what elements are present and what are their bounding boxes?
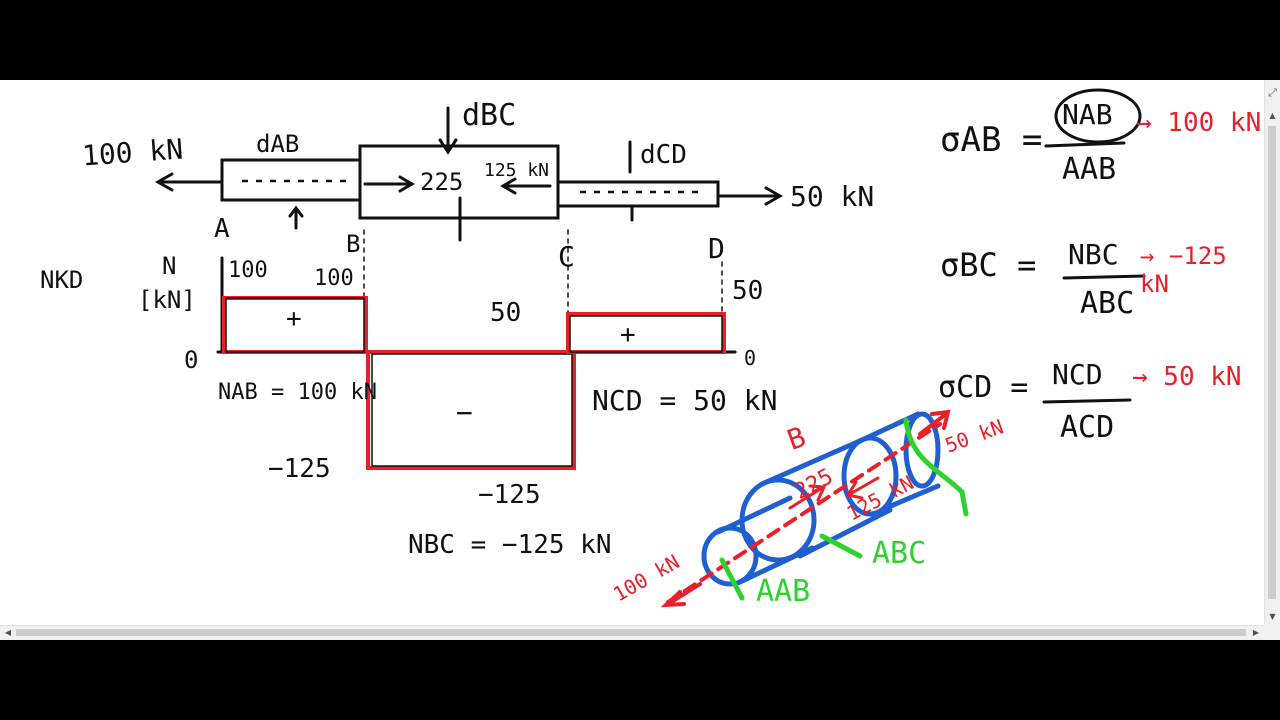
label-val-50-mid: 50 xyxy=(490,298,522,328)
triangle-up-icon[interactable]: ▲ xyxy=(1269,111,1276,120)
label-n-cd: NCD = 50 kN xyxy=(592,384,778,417)
eq-sigma-ab-val: → 100 kN xyxy=(1136,108,1262,138)
label-n-ab: NAB = 100 kN xyxy=(218,380,377,405)
circle-nab xyxy=(1054,88,1142,144)
label-point-b: B xyxy=(346,230,361,258)
callout-aab xyxy=(719,557,745,601)
bar-segment-cd xyxy=(556,180,720,208)
fraction-bar-ab xyxy=(1044,141,1126,148)
sketch-arrow-right xyxy=(918,409,951,436)
label-zero-right: 0 xyxy=(744,346,757,370)
internal-arrow-225 xyxy=(363,175,415,193)
label-val-100-b: 100 xyxy=(314,266,354,291)
label-nkd: NKD xyxy=(40,266,84,294)
label-neg125-bottom: −125 xyxy=(478,480,541,510)
eq-sigma-bc-lhs: σBC = xyxy=(940,246,1037,284)
label-plus-ab: + xyxy=(286,304,302,334)
label-point-c: C xyxy=(558,240,575,273)
eq-sigma-cd-den: ACD xyxy=(1060,410,1115,445)
whiteboard-drawing xyxy=(154,88,1146,608)
callout-acd xyxy=(903,417,969,517)
eq-sigma-cd-val: → 50 kN xyxy=(1132,362,1242,392)
vertical-scrollbar[interactable]: ⤢ ▲ ▼ xyxy=(1264,80,1280,625)
eq-sigma-bc-val: → −125 kN xyxy=(1140,242,1227,298)
cylinder-bc-body xyxy=(759,437,893,559)
expand-diagonal-icon[interactable]: ⤢ xyxy=(1268,86,1277,99)
pointer-arrow-dbc xyxy=(438,106,458,155)
eq-sigma-ab-lhs: σAB = xyxy=(940,120,1043,160)
label-zero-left: 0 xyxy=(184,346,199,374)
sketch-axis xyxy=(666,422,942,604)
nfd-region-bc xyxy=(366,350,576,470)
sketch-label-aab: AAB xyxy=(756,574,811,609)
label-val-100-a: 100 xyxy=(228,258,268,283)
cylinder-ab-body xyxy=(715,495,815,585)
nfd-region-cd xyxy=(566,312,726,354)
label-axis-unit: [kN] xyxy=(138,286,196,314)
triangle-right-icon[interactable]: ▶ xyxy=(1252,628,1260,637)
label-bar-225: 225 xyxy=(420,168,464,196)
label-val-50-d: 50 xyxy=(732,276,764,306)
label-d-cd: dCD xyxy=(640,140,687,170)
internal-arrow-125 xyxy=(500,177,552,195)
label-point-d: D xyxy=(708,232,725,265)
eq-sigma-cd-num: NCD xyxy=(1052,358,1103,391)
eq-sigma-ab-den: AAB xyxy=(1062,152,1117,187)
label-load-left: 100 kN xyxy=(80,132,185,173)
horizontal-scrollbar[interactable]: ◀ ▶ xyxy=(0,625,1264,640)
label-d-ab: dAB xyxy=(256,130,300,158)
label-neg125-left: −125 xyxy=(268,454,331,484)
scrollbar-corner xyxy=(1264,625,1280,640)
label-n-bc: NBC = −125 kN xyxy=(408,530,612,560)
triangle-down-icon[interactable]: ▼ xyxy=(1269,612,1276,621)
eq-sigma-ab-num: NAB xyxy=(1062,98,1113,131)
label-minus-bc: − xyxy=(456,396,473,429)
eq-sigma-cd-lhs: σCD = xyxy=(938,370,1029,405)
sketch-arrow-left xyxy=(660,582,702,608)
label-point-a: A xyxy=(214,214,230,244)
load-arrow-left xyxy=(154,172,224,192)
label-axis-n: N xyxy=(162,252,177,280)
cylinder-cd-body xyxy=(859,411,941,511)
eq-sigma-bc-den: ABC xyxy=(1080,286,1135,321)
callout-abc xyxy=(819,533,863,559)
sketch-arrow-125 xyxy=(845,476,880,500)
triangle-left-icon[interactable]: ◀ xyxy=(4,628,12,637)
section-arrow-ab xyxy=(288,205,304,230)
whiteboard-canvas[interactable]: 100 kN 50 kN dAB dBC dCD 225 125 kN A B … xyxy=(0,80,1264,625)
cylinder-bc-end xyxy=(739,477,817,563)
label-bar-125: 125 kN xyxy=(484,160,550,181)
label-plus-cd: + xyxy=(620,320,636,350)
label-d-bc: dBC xyxy=(462,98,517,133)
fraction-bar-cd xyxy=(1042,398,1132,404)
vertical-scroll-thumb[interactable] xyxy=(1268,126,1276,599)
cylinder-cd-end xyxy=(903,411,941,489)
label-load-right: 50 kN xyxy=(790,180,875,213)
load-arrow-right xyxy=(716,186,784,206)
eq-sigma-bc-num: NBC xyxy=(1068,238,1119,271)
sketch-arrow-225 xyxy=(788,484,827,510)
sketch-label-abc: ABC xyxy=(872,536,927,571)
fraction-bar-bc xyxy=(1062,274,1146,280)
horizontal-scroll-thumb[interactable] xyxy=(16,629,1246,636)
